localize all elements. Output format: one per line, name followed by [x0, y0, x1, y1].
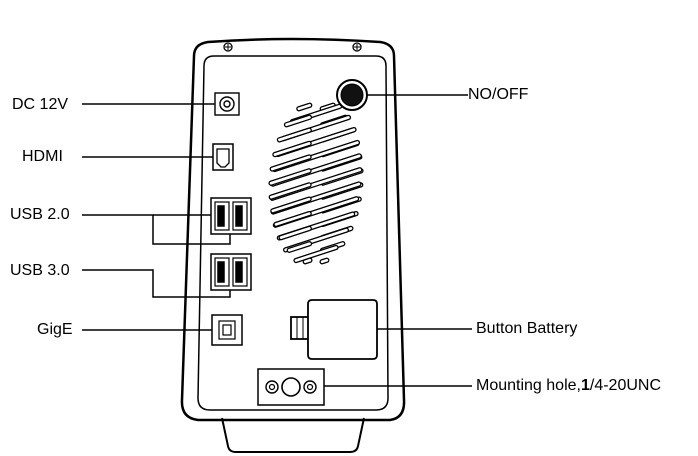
vent-slot [269, 154, 312, 172]
hdmi-port-icon [212, 143, 234, 171]
usb2-label: USB 2.0 [10, 206, 70, 223]
vent-slot [296, 102, 313, 112]
vent-slot [302, 257, 313, 265]
mount-label-suffix: /4-20UNC [589, 377, 662, 394]
vent-slot [293, 244, 339, 264]
usb2-leader-line [82, 214, 231, 245]
battery-cover-icon [290, 299, 378, 360]
gige-label: GigE [37, 321, 73, 338]
leader-lines [82, 94, 472, 387]
vent-slot [270, 196, 312, 214]
mount-label: Mounting hole,1/4-20UNC [476, 377, 661, 395]
screw-icon [352, 42, 362, 52]
device-housing [180, 37, 406, 453]
vent-slot [268, 168, 312, 186]
usb2-port-icon [210, 197, 252, 235]
gige-port-icon [211, 314, 243, 346]
vent-slot [273, 210, 312, 228]
onoff-label: NO/OFF [468, 86, 529, 103]
mount-label-bold: 1 [580, 377, 590, 394]
dc-label: DC 12V [12, 96, 69, 113]
hdmi-label: HDMI [22, 148, 63, 165]
vent-slot [286, 241, 313, 253]
usb3-port-icon [210, 253, 252, 291]
mount-label-prefix: Mounting hole, [476, 377, 581, 394]
vent-slot [276, 127, 312, 143]
vent-slot [272, 140, 312, 158]
battery-label: Button Battery [476, 320, 578, 337]
usb3-label: USB 3.0 [10, 262, 70, 279]
vent-slot [283, 114, 313, 128]
screw-icon [223, 42, 233, 52]
mounting-hole-icon [257, 368, 325, 406]
dc-jack-icon [214, 92, 240, 116]
vent-slot [278, 225, 312, 241]
vent-grille [268, 102, 364, 265]
vent-slot [319, 257, 330, 265]
vent-slot [268, 182, 312, 200]
usb3-leader-line [82, 269, 231, 298]
power-button-icon [336, 79, 368, 111]
